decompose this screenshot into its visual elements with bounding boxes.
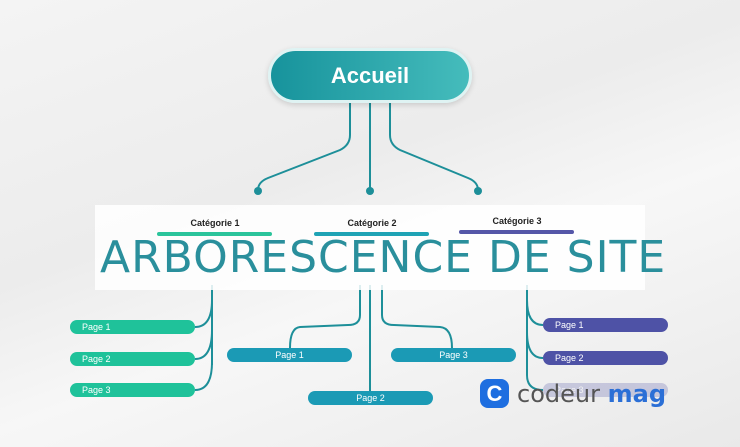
logo-brand: codeur [517, 379, 600, 408]
category-3-label: Catégorie 3 [492, 216, 542, 226]
category-2-underline [314, 232, 429, 236]
node-dot [254, 187, 262, 195]
node-dot [366, 187, 374, 195]
category-3-underline [459, 230, 574, 234]
cat3-page-2: Page 2 [543, 351, 668, 365]
category-1-underline [157, 232, 272, 236]
node-dot [474, 187, 482, 195]
cat2-page-1: Page 1 [227, 348, 352, 362]
cat1-page-3: Page 3 [70, 383, 195, 397]
category-2-label: Catégorie 2 [347, 218, 397, 228]
category-1-label: Catégorie 1 [190, 218, 240, 228]
title-band [95, 205, 645, 290]
cat3-page-3: Page 3 [543, 383, 668, 397]
cat2-page-2: Page 2 [308, 391, 433, 405]
cat2-page-3: Page 3 [391, 348, 516, 362]
root-node-accueil: Accueil [268, 48, 472, 103]
cat1-page-1: Page 1 [70, 320, 195, 334]
codeur-logo-icon: C [480, 379, 509, 408]
cat3-page-1: Page 1 [543, 318, 668, 332]
codeur-mag-logo: C codeur mag [480, 379, 666, 408]
diagram-title: Arborescence de site [100, 232, 667, 283]
cat1-page-2: Page 2 [70, 352, 195, 366]
logo-suffix: mag [607, 379, 666, 408]
